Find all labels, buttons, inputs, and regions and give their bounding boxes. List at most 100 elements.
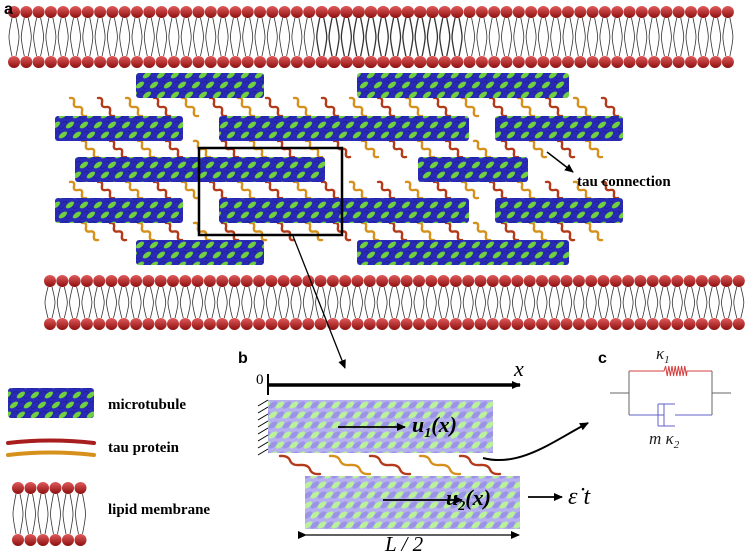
- u1-label: u1(x): [412, 412, 457, 441]
- lipid-head: [574, 56, 587, 68]
- lipid-head: [328, 6, 341, 18]
- zoom-arrow: [292, 235, 346, 369]
- lipid-head: [204, 56, 217, 68]
- lipid-head: [217, 56, 230, 68]
- lipid-head: [326, 318, 339, 330]
- lipid-head: [192, 6, 205, 18]
- lipid-head: [586, 56, 599, 68]
- lipid-head: [117, 275, 130, 287]
- lipid-head: [74, 534, 87, 546]
- lipid-head: [709, 6, 722, 18]
- lipid-head: [646, 275, 659, 287]
- tau-link: [368, 454, 412, 476]
- lipid-head: [105, 275, 118, 287]
- tau-link: [164, 221, 184, 242]
- tau-link: [320, 96, 340, 118]
- tau-link: [544, 180, 564, 200]
- tau-link: [388, 221, 408, 242]
- lipid-head: [155, 56, 168, 68]
- lipid-head: [363, 318, 376, 330]
- tau-links-b: [278, 454, 502, 476]
- panel-c-model: κ1 m κ2: [610, 344, 731, 451]
- lipid-head: [475, 56, 488, 68]
- lipid-head: [154, 275, 167, 287]
- tau-link: [556, 221, 576, 242]
- lipid-head: [683, 318, 696, 330]
- lipid-head: [12, 482, 24, 494]
- legend: microtubule tau protein lipid membrane: [6, 388, 210, 546]
- lipid-head: [179, 318, 192, 330]
- lipid-head: [167, 318, 179, 330]
- tau-link: [124, 96, 144, 118]
- lipid-head: [685, 56, 697, 68]
- lipid-head: [486, 275, 499, 287]
- lipid-head: [536, 318, 548, 330]
- lipid-head: [44, 275, 56, 287]
- lipid-head: [203, 318, 216, 330]
- lipid-head: [80, 275, 93, 287]
- lipid-head: [414, 6, 427, 18]
- lipid-head: [254, 6, 266, 18]
- tau-link: [180, 180, 200, 200]
- tau-link: [108, 221, 128, 242]
- lipid-head: [37, 482, 49, 494]
- panel-label-b: b: [238, 350, 248, 367]
- tau-link: [292, 96, 312, 118]
- lipid-head: [598, 56, 611, 68]
- tau-link: [136, 139, 156, 159]
- lipid-head: [623, 56, 636, 68]
- tau-link: [96, 96, 116, 118]
- lipid-head: [695, 318, 708, 330]
- kappa2-label: m κ2: [649, 429, 680, 451]
- lipid-head: [254, 56, 266, 68]
- lipid-head: [671, 275, 684, 287]
- lipid-head: [402, 56, 415, 68]
- microtubule-lower: [305, 476, 520, 529]
- lipid-head: [572, 318, 585, 330]
- lipid-head: [192, 56, 205, 68]
- lipid-head: [229, 6, 242, 18]
- lipid-head: [62, 534, 74, 546]
- lipid-head: [598, 6, 611, 18]
- lipid-head: [659, 275, 671, 287]
- lipid-head: [413, 318, 425, 330]
- lipid-head: [204, 6, 217, 18]
- lipid-head: [413, 275, 425, 287]
- lipid-head: [290, 275, 302, 287]
- lipid-head: [365, 56, 378, 68]
- lipid-head: [216, 318, 229, 330]
- lipid-head: [572, 275, 585, 287]
- lipid-head: [377, 6, 390, 18]
- lipid-head: [266, 6, 279, 18]
- lipid-head: [32, 6, 45, 18]
- lipid-head: [732, 275, 745, 287]
- lipid-head: [277, 318, 290, 330]
- lipid-head: [376, 318, 389, 330]
- lipid-head: [266, 56, 279, 68]
- lipid-head: [228, 275, 241, 287]
- lipid-head: [44, 56, 57, 68]
- legend-membrane-label: lipid membrane: [108, 502, 210, 518]
- lipid-head: [721, 6, 734, 18]
- lipid-head: [451, 56, 464, 68]
- lipid-head: [697, 6, 710, 18]
- tau-link: [444, 221, 464, 242]
- microtubule: [418, 157, 528, 182]
- lipid-head: [277, 275, 290, 287]
- lipid-head: [339, 318, 352, 330]
- u2-label: u2(x): [446, 485, 491, 514]
- lipid-head: [56, 275, 69, 287]
- lipid-head: [474, 275, 487, 287]
- lipid-membrane-bottom: [44, 275, 745, 330]
- tau-link: [528, 139, 548, 159]
- lipid-head: [486, 318, 499, 330]
- tau-link: [444, 139, 464, 159]
- legend-membrane-icon: [12, 482, 87, 546]
- lipid-head: [697, 56, 710, 68]
- lipid-head: [523, 275, 536, 287]
- lipid-head: [93, 318, 106, 330]
- lipid-head: [622, 318, 635, 330]
- tau-link: [488, 96, 508, 118]
- tau-link: [584, 139, 604, 159]
- lipid-head: [721, 56, 734, 68]
